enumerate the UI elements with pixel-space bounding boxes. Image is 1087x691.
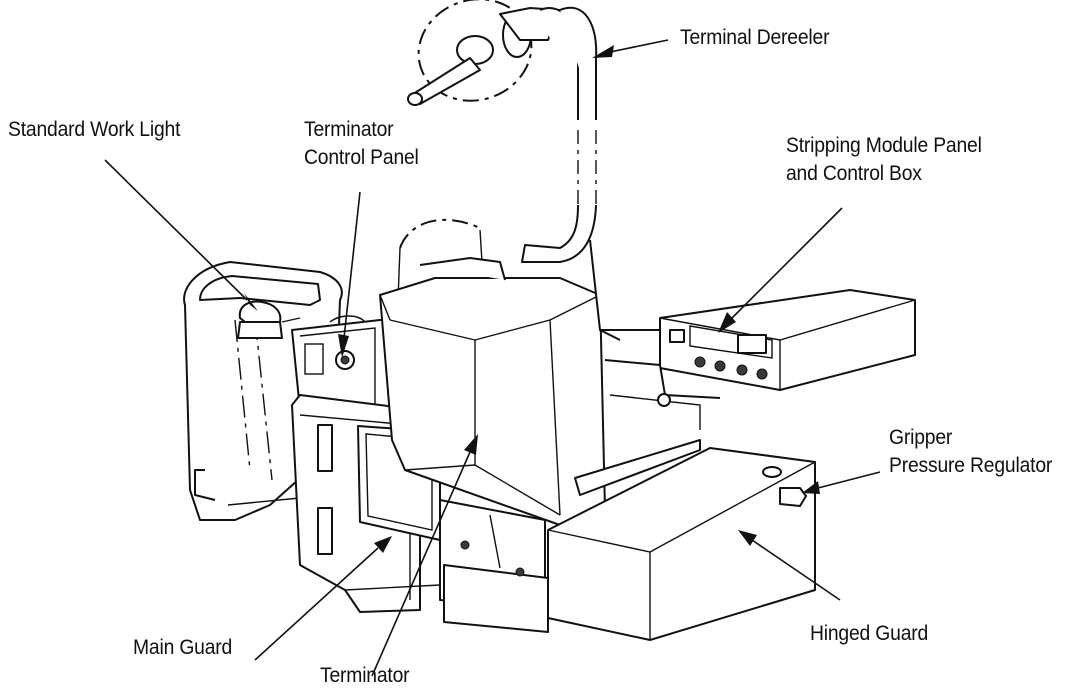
label-terminator-control-panel-line2: Control Panel — [304, 146, 419, 169]
label-gripper-line2: Pressure Regulator — [889, 454, 1053, 477]
work-light-assembly — [183, 261, 343, 521]
label-hinged-guard: Hinged Guard — [810, 622, 929, 645]
upper-guard-outline — [399, 218, 481, 249]
terminator-housing — [379, 239, 621, 526]
leader-lines — [104, 39, 881, 677]
terminator-base — [439, 499, 549, 633]
label-terminator-control-panel-line1: Terminator — [304, 118, 394, 141]
stripping-control-box — [600, 289, 916, 430]
label-standard-work-light: Standard Work Light — [8, 118, 181, 141]
label-terminal-dereeler: Terminal Dereeler — [680, 26, 830, 49]
label-main-guard: Main Guard — [133, 636, 233, 659]
label-stripping-module-line1: Stripping Module Panel — [786, 134, 982, 157]
label-terminator: Terminator — [320, 664, 410, 687]
label-gripper-line1: Gripper — [889, 426, 953, 449]
terminal-dereeler-reel — [407, 0, 598, 263]
label-stripping-module-line2: and Control Box — [786, 162, 922, 185]
